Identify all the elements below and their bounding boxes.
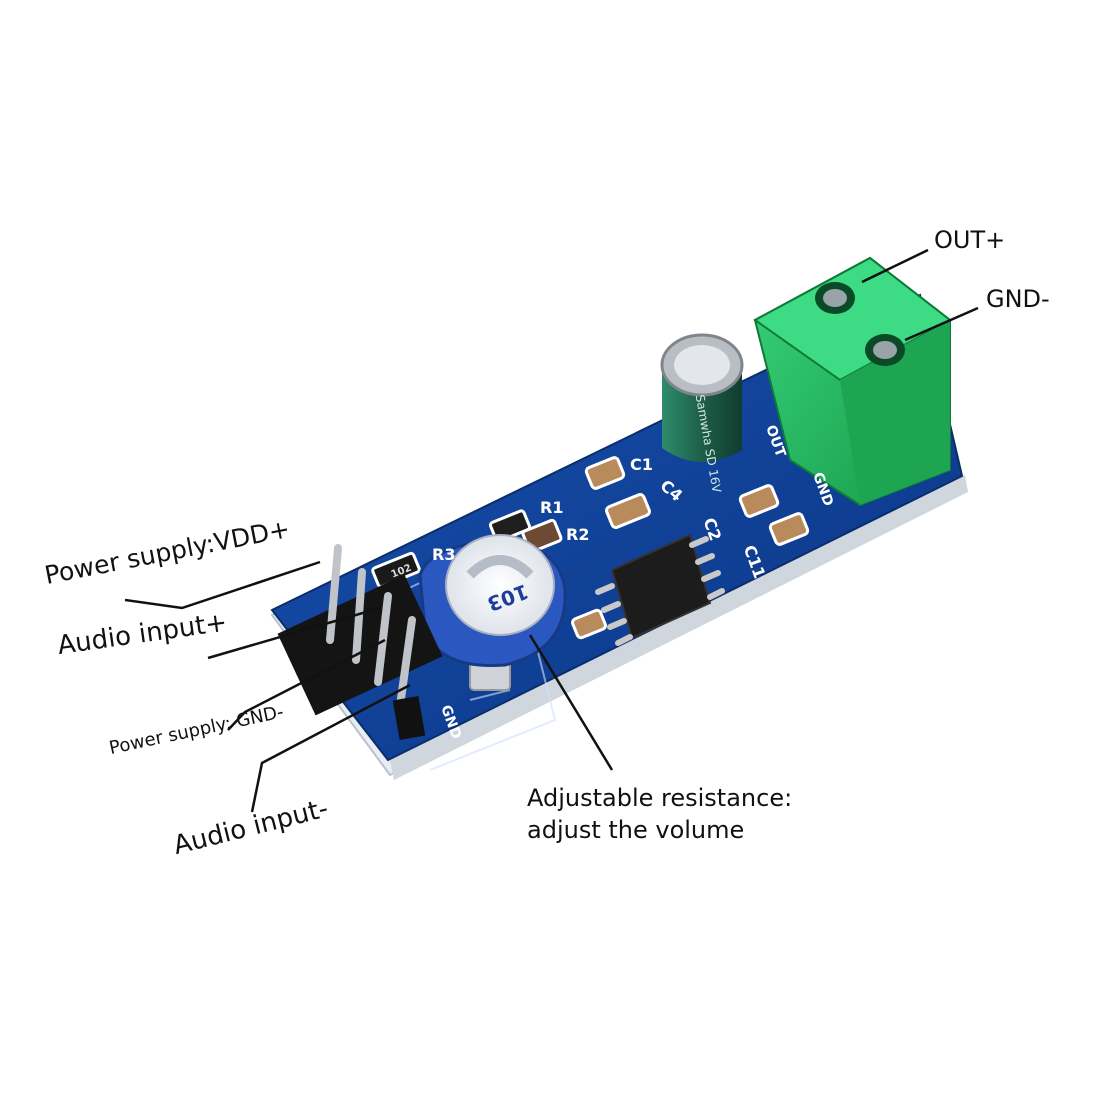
silk-c1: C1 bbox=[630, 455, 653, 474]
screw-terminal-block bbox=[753, 256, 952, 507]
label-pot-line2: adjust the volume bbox=[527, 816, 745, 844]
leader-gnd-terminal bbox=[904, 306, 979, 342]
smd-capacitor-near-pot bbox=[571, 608, 607, 640]
label-pot-line1: Adjustable resistance: bbox=[527, 784, 793, 812]
smd-capacitor-c1 bbox=[584, 456, 626, 490]
smd-capacitor-c4 bbox=[605, 493, 651, 529]
smd-resistor-r1 bbox=[488, 509, 532, 543]
leader-power-gnd bbox=[227, 638, 386, 731]
amplifier-ic-chip bbox=[595, 533, 725, 646]
smd-capacitor-c11 bbox=[768, 512, 810, 546]
header-pins bbox=[277, 544, 443, 740]
leader-power-vdd bbox=[124, 560, 321, 610]
silk-r2: R2 bbox=[566, 525, 589, 544]
smd-resistor-r3: 102 bbox=[371, 551, 421, 589]
smd-capacitor-c2 bbox=[738, 484, 780, 518]
leader-lines bbox=[124, 248, 979, 813]
silk-r3: R3 bbox=[432, 545, 455, 564]
leader-audio-in-minus bbox=[250, 683, 411, 813]
potentiometer: 103 bbox=[418, 534, 567, 691]
label-out-plus: OUT+ bbox=[934, 226, 1006, 254]
silk-r1: R1 bbox=[540, 498, 563, 517]
leader-audio-in-plus bbox=[207, 606, 381, 660]
label-gnd-terminal: GND- bbox=[986, 285, 1050, 313]
leader-potentiometer bbox=[528, 634, 614, 771]
leader-out-plus bbox=[861, 248, 929, 284]
